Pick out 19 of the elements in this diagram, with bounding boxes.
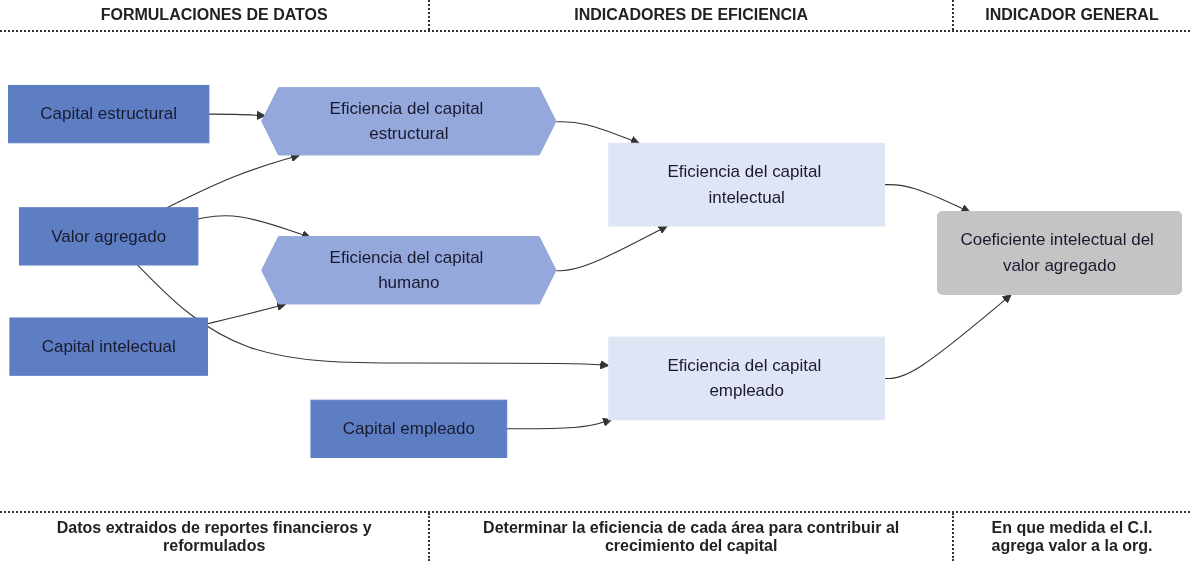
node-box: Capital empleado — [310, 399, 508, 458]
node-box: Capital estructural — [7, 84, 210, 144]
node-box: Valor agregado — [18, 207, 199, 266]
column-heading: INDICADORES DE EFICIENCIA — [428, 0, 952, 30]
arrow — [884, 184, 971, 213]
arrow — [506, 417, 613, 430]
node-box: Eficiencia del capital empleado — [608, 336, 886, 421]
arrow — [884, 294, 1012, 379]
column-note: En que medida el C.I. agrega valor a la org. — [952, 513, 1190, 561]
node-box: Capital intelectual — [9, 317, 208, 376]
column-note: Determinar la eficiencia de cada área para contribuir al crecimiento del capital — [428, 513, 952, 561]
column-heading: INDICADOR GENERAL — [952, 0, 1190, 30]
arrow — [555, 225, 668, 272]
arrow — [166, 153, 300, 209]
column-heading: FORMULACIONES DE DATOS — [99, 5, 329, 25]
arrow — [208, 110, 266, 121]
column-note: Datos extraidos de reportes financieros y reformulados — [55, 518, 373, 556]
node-box: Eficiencia del capital intelectual — [608, 142, 886, 227]
arrow — [555, 121, 640, 145]
